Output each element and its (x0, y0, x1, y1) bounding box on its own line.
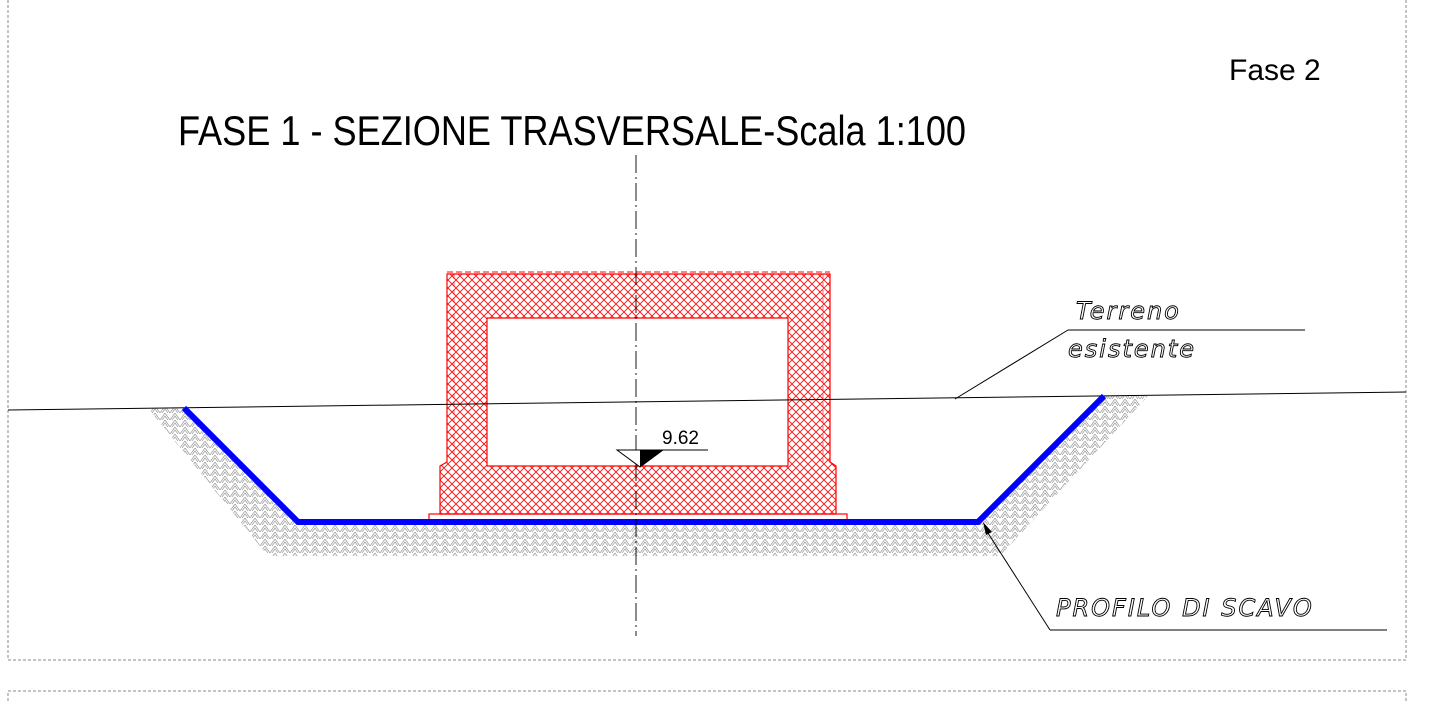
level-value: 9.62 (662, 428, 699, 449)
drawing-title: FASE 1 - SEZIONE TRASVERSALE-Scala 1:100 (178, 109, 966, 155)
level-marker: 9.62 (615, 428, 708, 468)
ground-label-line2: esistente (1068, 335, 1196, 363)
excavation-label: PROFILO DI SCAVO (1056, 594, 1314, 622)
sheet-frame (7, 0, 1407, 701)
excavation-profile (181, 393, 1107, 525)
arrowhead-icon (983, 522, 992, 535)
box-culvert (428, 271, 848, 523)
existing-ground-line (7, 391, 1407, 411)
ground-label-line1: Terreno (1076, 297, 1181, 325)
excavation-callout: PROFILO DI SCAVO (983, 522, 1387, 631)
ground-callout: Terreno esistente (954, 297, 1305, 400)
phase-label: Fase 2 (1229, 54, 1321, 87)
